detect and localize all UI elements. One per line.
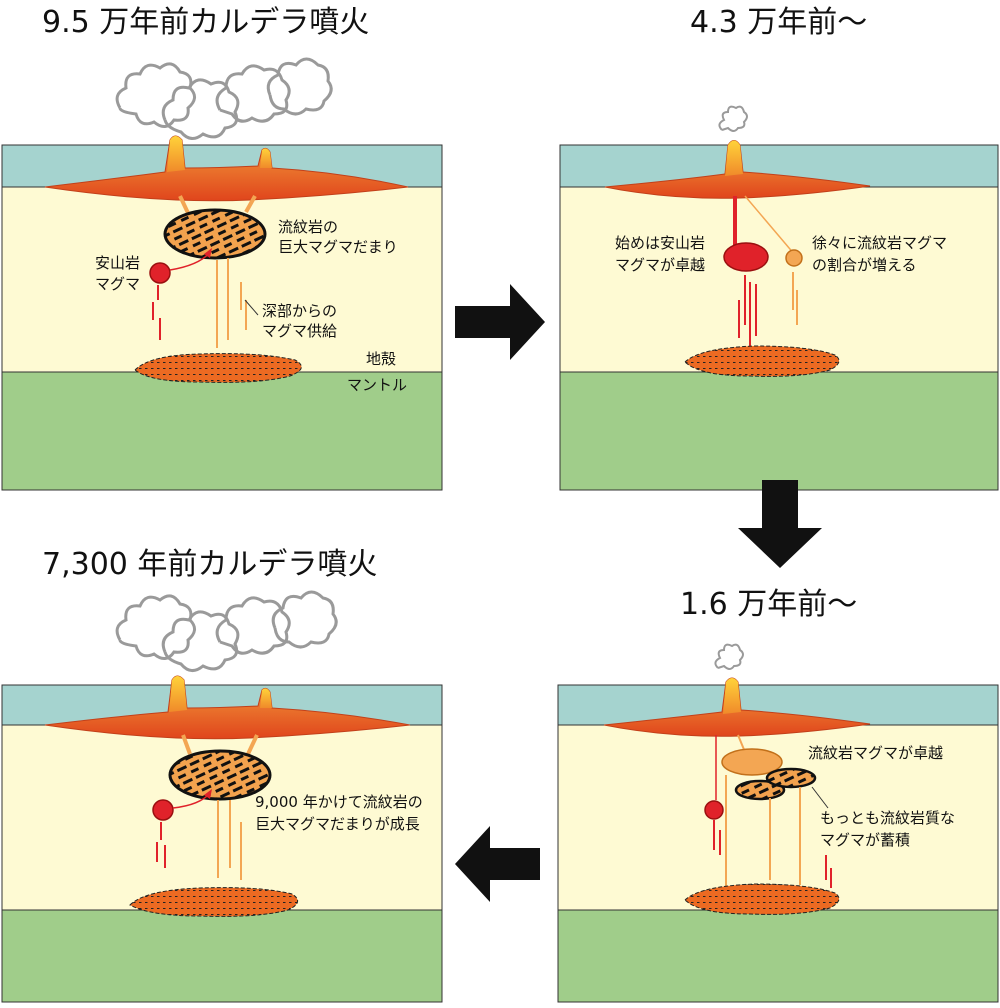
deep-reservoir (684, 345, 840, 377)
vent-secondary (260, 688, 272, 708)
label-mantle: マントル (347, 376, 407, 394)
conduit (244, 195, 257, 213)
rhyolite-blob (785, 249, 803, 267)
deep-reservoir (129, 887, 299, 917)
label-andesite-dominant-1: 始めは安山岩 (615, 234, 705, 252)
conduit-rhyolite (744, 195, 796, 256)
andesite-magma-blob (704, 800, 724, 820)
label-supply-1: 深部からの (262, 302, 337, 320)
label-rhyolite-dominant: 流紋岩マグマが卓越 (808, 744, 943, 762)
label-andesite-dominant-2: マグマが卓越 (615, 256, 705, 274)
small-plume (714, 643, 744, 670)
mantle-layer (557, 909, 999, 1003)
arrow-down (738, 480, 822, 568)
ash-cloud (115, 590, 338, 672)
most-rhyolitic-chamber (734, 779, 786, 801)
dikes (738, 272, 798, 348)
rhyolite-chamber (168, 749, 272, 801)
deep-reservoir (134, 353, 302, 383)
crust-layer (559, 186, 999, 373)
conduit (181, 734, 192, 755)
panel-4: 7,300 年前カルデラ噴火 9,000 年かけて流紋岩の (1, 547, 443, 1003)
label-crust: 地殻 (366, 350, 396, 368)
ash-cloud (115, 57, 333, 140)
vent-main (725, 140, 743, 176)
vent-main (167, 136, 185, 172)
dikes (156, 800, 242, 880)
andesite-magma-blob (149, 262, 171, 284)
dikes (713, 775, 832, 888)
vent-main (169, 676, 187, 712)
label-andesite-1: 安山岩 (95, 254, 140, 272)
conduit (246, 734, 259, 755)
mantle-layer (1, 909, 443, 1003)
panel-4-title: 7,300 年前カルデラ噴火 (42, 547, 377, 582)
andesite-chamber (723, 242, 769, 272)
panel-3-title: 1.6 万年前〜 (680, 587, 857, 622)
deep-reservoir (684, 883, 840, 915)
label-rhyolite-increase-1: 徐々に流紋岩マグマ (812, 234, 947, 252)
small-plume (718, 105, 748, 132)
label-rhyolite-increase-2: の割合が増える (812, 256, 917, 274)
arrow-left (455, 826, 540, 902)
label-growth-1: 9,000 年かけて流紋岩の (255, 793, 423, 811)
arrow-right (455, 284, 545, 360)
conduit (178, 195, 190, 214)
label-supply-2: マグマ供給 (262, 322, 337, 340)
mantle-layer (559, 371, 999, 491)
label-andesite-2: マグマ (95, 275, 140, 293)
label-rhyolite-1: 流紋岩の (278, 218, 338, 236)
panel-2: 4.3 万年前〜 始めは安山岩 マグマが卓越 徐々に流紋岩マグマ の割合が増える (559, 5, 999, 491)
vent-main (723, 678, 741, 714)
panel-1-title: 9.5 万年前カルデラ噴火 (42, 5, 369, 40)
label-most-rhyolitic-2: マグマが蓄積 (820, 831, 910, 849)
rhyolite-chamber (721, 748, 783, 776)
rhyolite-chamber (163, 208, 267, 260)
most-rhyolitic-chamber-2 (765, 767, 817, 789)
label-most-rhyolitic-1: もっとも流紋岩質な (820, 809, 955, 827)
panel-3: 1.6 万年前〜 流紋岩マグマが卓越 もっとも流紋岩質な マグマが蓄積 (557, 587, 999, 1003)
label-growth-2: 巨大マグマだまりが成長 (255, 815, 420, 833)
vent-secondary (260, 148, 272, 168)
label-rhyolite-2: 巨大マグマだまり (278, 238, 398, 256)
panel-1: 9.5 万年前カルデラ噴火 (1, 5, 443, 491)
andesite-magma-blob (152, 799, 174, 821)
dikes (152, 258, 247, 348)
panel-2-title: 4.3 万年前〜 (690, 5, 867, 40)
